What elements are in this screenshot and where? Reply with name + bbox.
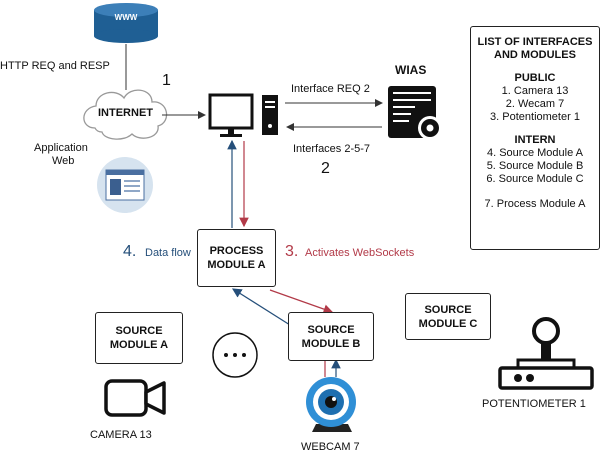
intern-item: 4. Source Module A (486, 147, 583, 159)
step-3-label: 3. (285, 243, 299, 260)
camera-label: CAMERA 13 (90, 429, 152, 441)
process-module-line2: MODULE A (207, 259, 266, 271)
interfaces-list-panel: LIST OF INTERFACES AND MODULES PUBLIC 1.… (470, 26, 600, 250)
source-module-c-box: SOURCE MODULE C (405, 293, 491, 340)
step-1-label: 1 (162, 72, 171, 89)
interfaces-257-label: Interfaces 2-5-7 (293, 143, 371, 155)
legend-title-line1: LIST OF INTERFACES (477, 36, 593, 48)
www-database-icon (94, 3, 158, 43)
webcam-icon (306, 355, 356, 432)
ellipsis-icon (212, 332, 258, 378)
source-b-line1: SOURCE (307, 323, 355, 336)
interface-req-label: Interface REQ 2 (291, 83, 370, 95)
source-a-line1: SOURCE (115, 325, 163, 337)
internet-cloud-icon (83, 89, 168, 140)
activates-websockets-label: Activates WebSockets (305, 247, 415, 259)
intern-item: 6. Source Module C (486, 173, 584, 185)
source-module-b-box: SOURCE MODULE B (288, 312, 374, 361)
intern-heading: INTERN (514, 134, 556, 146)
source-c-line1: SOURCE (424, 303, 472, 316)
webcam-label: WEBCAM 7 (301, 441, 360, 453)
process-to-source-b-arrow (269, 289, 334, 314)
web-application-icon (97, 157, 153, 213)
data-flow-label: Data flow (145, 247, 191, 259)
camera-icon (104, 379, 166, 417)
public-heading: PUBLIC (514, 72, 556, 84)
source-b-line2: MODULE B (301, 337, 361, 350)
process-module-line1: PROCESS (209, 245, 264, 257)
process-module-a-box: PROCESS MODULE A (197, 229, 276, 287)
potentiometer-label: POTENTIOMETER 1 (482, 398, 586, 410)
source-c-line2: MODULE C (418, 317, 478, 330)
intern-item: 5. Source Module B (486, 160, 584, 172)
step-2-label: 2 (321, 160, 330, 177)
public-item: 2. Wecam 7 (505, 98, 565, 110)
legend-title-line2: AND MODULES (494, 49, 576, 61)
wias-label: WIAS (395, 63, 427, 77)
step-4-label: 4. (123, 243, 137, 260)
www-label: WWW (115, 13, 138, 22)
computer-icon (208, 93, 278, 137)
public-item: 1. Camera 13 (501, 85, 569, 97)
app-web-label-line1: Application (34, 142, 88, 154)
extra-item: 7. Process Module A (484, 198, 586, 210)
app-web-label-line2: Web (52, 155, 75, 167)
source-b-to-process-arrow (231, 288, 291, 326)
http-label: HTTP REQ and RESP (0, 60, 110, 72)
source-module-a-box: SOURCE MODULE A (95, 312, 183, 364)
internet-label: INTERNET (98, 107, 153, 119)
wias-server-icon (388, 86, 442, 140)
public-item: 3. Potentiometer 1 (490, 111, 580, 123)
source-a-line2: MODULE A (109, 339, 169, 351)
potentiometer-icon (498, 317, 594, 390)
